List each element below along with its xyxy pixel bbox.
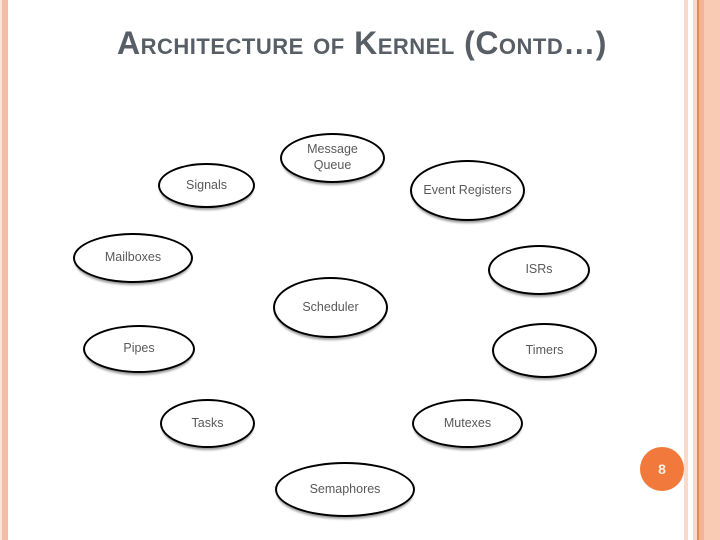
node-label: ISRs (525, 262, 553, 277)
node-label: Semaphores (309, 481, 381, 496)
node-label: Signals (186, 177, 227, 192)
node-label: Timers (525, 342, 564, 357)
node-mutexes: Mutexes (412, 399, 523, 448)
node-label: Scheduler (302, 299, 359, 314)
node-scheduler: Scheduler (273, 277, 388, 338)
node-timers: Timers (492, 323, 597, 378)
node-semaphores: Semaphores (275, 462, 415, 517)
node-signals: Signals (158, 163, 255, 208)
node-pipes: Pipes (83, 325, 195, 373)
page-title: Architecture of Kernel (Contd…) (117, 25, 607, 61)
page-number-badge: 8 (640, 447, 684, 491)
node-tasks: Tasks (160, 399, 255, 448)
left-accent-bar (2, 0, 8, 540)
node-mailboxes: Mailboxes (73, 233, 193, 283)
right-accent-stripe-5 (704, 0, 720, 540)
node-label: Pipes (123, 341, 155, 356)
node-label: Tasks (191, 415, 224, 430)
node-message-queue: Message Queue (280, 133, 385, 183)
node-event-registers: Event Registers (410, 160, 525, 221)
left-accent-bar-pale (0, 0, 2, 540)
node-label: Event Registers (423, 182, 512, 197)
right-accent-stripe-4 (699, 0, 704, 540)
right-accent-stripe-1 (684, 0, 688, 540)
node-label: Mailboxes (104, 250, 162, 265)
node-label: Mutexes (443, 415, 492, 430)
node-isrs: ISRs (488, 245, 590, 295)
page-number: 8 (658, 461, 666, 477)
right-accent-stripe-3 (697, 0, 699, 540)
node-label: Message Queue (307, 142, 358, 172)
right-accent-stripe-2 (693, 0, 697, 540)
